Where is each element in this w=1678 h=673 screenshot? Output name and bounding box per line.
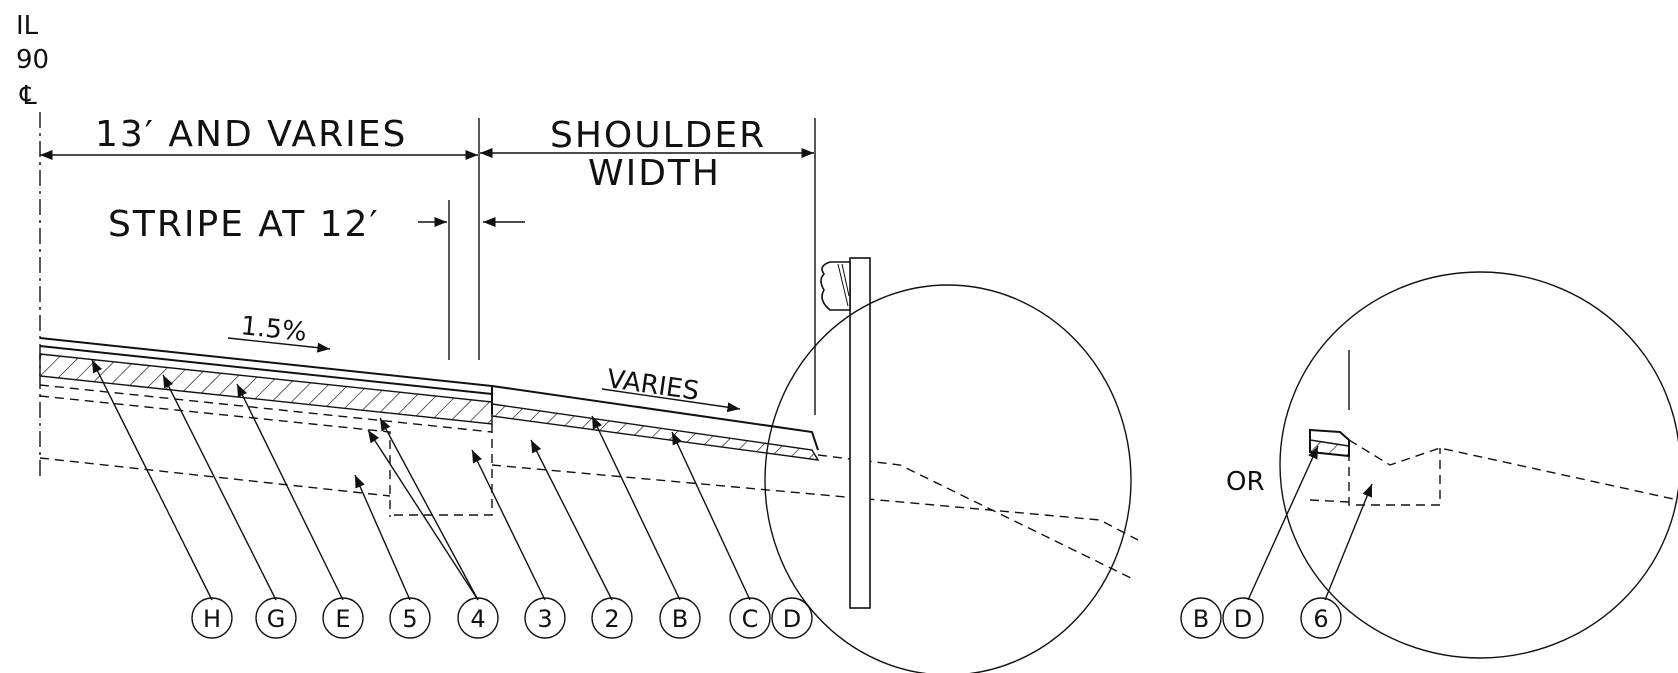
centerline-number: 90	[16, 45, 49, 75]
svg-text:H: H	[203, 605, 221, 633]
svg-text:B: B	[672, 605, 688, 633]
svg-text:D: D	[1234, 605, 1252, 633]
shoulder-width-dimension: SHOULDER WIDTH	[480, 115, 814, 194]
shoulder-width-label-2: WIDTH	[588, 153, 721, 194]
callout-3: 3	[524, 597, 566, 639]
detail-circle-2	[1279, 271, 1678, 659]
callout-C: C	[729, 597, 771, 639]
centerline-label: IL 90 ℄	[16, 11, 49, 111]
stripe-label: STRIPE AT 12′	[108, 204, 380, 245]
lane-slope-indicator: 1.5%	[227, 311, 331, 353]
callout-2: 2	[591, 597, 633, 639]
lane-base-top	[39, 384, 493, 433]
lane-surface-lower-line	[39, 345, 493, 395]
lane-subbase-line	[39, 395, 391, 517]
shoulder-binder-course	[491, 403, 820, 461]
svg-text:2: 2	[604, 605, 619, 633]
detail-circle-1	[764, 284, 1132, 673]
callout-B: B	[659, 597, 701, 639]
stripe-dimension: STRIPE AT 12′	[108, 200, 525, 360]
alt-callout-D: D	[1222, 597, 1264, 639]
svg-text:B: B	[1193, 605, 1209, 633]
shoulder-base-bottom	[491, 464, 1139, 541]
svg-text:5: 5	[402, 605, 417, 633]
centerline-route: IL	[16, 11, 39, 41]
callout-5: 5	[389, 597, 431, 639]
svg-text:D: D	[783, 605, 801, 633]
svg-text:3: 3	[537, 605, 552, 633]
lane-slope-label: 1.5%	[239, 311, 308, 348]
guardrail	[820, 257, 871, 609]
or-label: OR	[1226, 467, 1265, 497]
callout-H: H	[191, 597, 233, 639]
alt-callout-6: 6	[1300, 597, 1342, 639]
svg-text:E: E	[335, 605, 350, 633]
callout-E: E	[322, 597, 364, 639]
centerline-symbol: ℄	[19, 81, 37, 111]
alt-callout-B: B	[1180, 597, 1222, 639]
callout-bubbles: H G E 5 4 3 2 B C D B D 6	[191, 597, 1342, 639]
lane-binder-course	[39, 353, 493, 425]
svg-text:C: C	[742, 605, 759, 633]
shoulder-slope-label: VARIES	[605, 364, 701, 407]
lane-subgrade-line	[39, 457, 391, 497]
shoulder-surface-line	[491, 385, 819, 451]
alt-foreslope-line	[1348, 439, 1678, 501]
callout-D: D	[771, 597, 813, 639]
svg-text:4: 4	[470, 605, 485, 633]
lane-width-dimension: 13′ AND VARIES	[40, 114, 478, 161]
shoulder-slope-indicator: VARIES	[601, 364, 741, 413]
shoulder-foreslope-line	[817, 454, 1136, 581]
alt-base-left	[1309, 499, 1350, 503]
shoulder-width-label-1: SHOULDER	[550, 115, 766, 156]
callout-leaders	[91, 359, 1373, 601]
lane-width-label: 13′ AND VARIES	[95, 114, 407, 155]
lane-base-bottom	[390, 424, 493, 516]
callout-G: G	[255, 597, 297, 639]
callout-4: 4	[457, 597, 499, 639]
alt-base	[1348, 448, 1441, 506]
svg-text:G: G	[267, 605, 286, 633]
svg-text:6: 6	[1313, 605, 1328, 633]
